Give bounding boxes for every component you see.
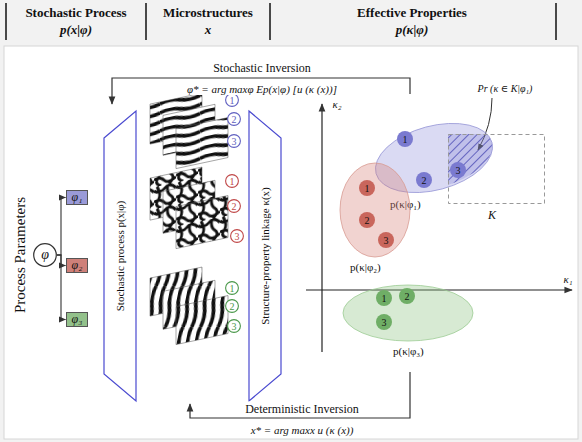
column-heading-formula: p(κ|φ) xyxy=(396,22,429,38)
node-text: 2 xyxy=(365,215,370,226)
node-text: 3 xyxy=(382,317,387,328)
node-text: φ₁ xyxy=(72,190,83,205)
parameter-circle: φ xyxy=(33,243,57,267)
node-text: 1 xyxy=(365,183,370,194)
node-text: 2 xyxy=(230,301,235,312)
sample-dot: 2 xyxy=(416,172,432,188)
linkage-trapezoid: Structure-property linkage κ(x) xyxy=(248,110,282,402)
callout-number: 1 xyxy=(225,174,239,188)
node-text: p(κ|φ₂) xyxy=(350,261,381,273)
sample-dot: 1 xyxy=(376,290,392,306)
node-text: 2 xyxy=(405,291,410,302)
node-text: 1 xyxy=(230,176,235,187)
node-text: Stochastic process p(x|φ) xyxy=(114,201,126,312)
column-heading-formula: p(x|φ) xyxy=(60,22,92,38)
parameter-box: φ₃ xyxy=(66,312,88,327)
node-text: 1 xyxy=(230,95,235,106)
process-trapezoid: Stochastic process p(x|φ) xyxy=(103,110,137,402)
callout-number: 2 xyxy=(227,199,241,213)
callout-number: 2 xyxy=(227,112,241,126)
formula-label: φ* = arg maxφ Ep(x|φ) [u (κ (x))] xyxy=(185,83,339,95)
node-text: 3 xyxy=(232,136,237,147)
node-text: 3 xyxy=(384,235,389,246)
sample-dot: 1 xyxy=(359,180,375,196)
callout-number: 1 xyxy=(225,281,239,295)
node-text: p(κ|φ₃) xyxy=(393,345,424,357)
axis-label: κ₁ xyxy=(563,273,572,285)
callout-number: 3 xyxy=(227,134,241,148)
node-outline xyxy=(340,163,410,257)
probability-label: Pr (κ ∈ K|φ₁) xyxy=(476,83,535,94)
node-text: 1 xyxy=(403,134,408,145)
callout-number: 2 xyxy=(225,299,239,313)
node-text: φ xyxy=(41,247,49,263)
parameter-box: φ₂ xyxy=(66,258,88,273)
connector-arrow xyxy=(57,198,66,256)
node-text: 1 xyxy=(230,283,235,294)
distribution-ellipse: p(κ|φ₂)123 xyxy=(340,163,410,257)
sample-dot: 3 xyxy=(376,314,392,330)
sample-dot: 3 xyxy=(378,232,394,248)
node-text: 3 xyxy=(456,165,461,176)
node-text: 1 xyxy=(382,293,387,304)
sample-dot: 3 xyxy=(450,162,466,178)
node-text: 2 xyxy=(232,201,237,212)
sample-dot: 2 xyxy=(399,288,415,304)
node-text: 3 xyxy=(235,231,240,242)
arrow-label: Stochastic Inversion xyxy=(211,61,313,76)
parameter-box: φ₁ xyxy=(66,190,88,205)
node-text: K xyxy=(488,208,496,223)
column-heading: Effective Properties xyxy=(357,5,467,21)
sample-dot: 1 xyxy=(397,131,413,147)
column-heading: Stochastic Process xyxy=(25,5,126,21)
axis-group-label: Process Parameters xyxy=(12,197,29,313)
sample-dot: 2 xyxy=(359,212,375,228)
node-text: 2 xyxy=(232,114,237,125)
node-outline xyxy=(448,134,545,204)
callout-number: 3 xyxy=(230,229,244,243)
callout-number: 1 xyxy=(225,93,239,107)
formula-label: x* = arg maxx u (κ (x)) xyxy=(249,424,356,436)
node-text: φ₂ xyxy=(72,258,83,273)
node-text: Structure-property linkage κ(x) xyxy=(259,187,271,325)
target-region: K xyxy=(448,134,545,204)
connector-arrow xyxy=(57,255,66,320)
node-text: φ₃ xyxy=(72,312,83,327)
node-text: 3 xyxy=(232,321,237,332)
node-text: 2 xyxy=(422,175,427,186)
column-heading-formula: x xyxy=(205,22,212,38)
axis-label: κ₂ xyxy=(332,98,341,110)
column-heading: Microstructures xyxy=(163,5,253,21)
arrow-label: Deterministic Inversion xyxy=(243,402,361,417)
distribution-ellipse: p(κ|φ₃)123 xyxy=(343,285,473,341)
callout-number: 3 xyxy=(227,319,241,333)
